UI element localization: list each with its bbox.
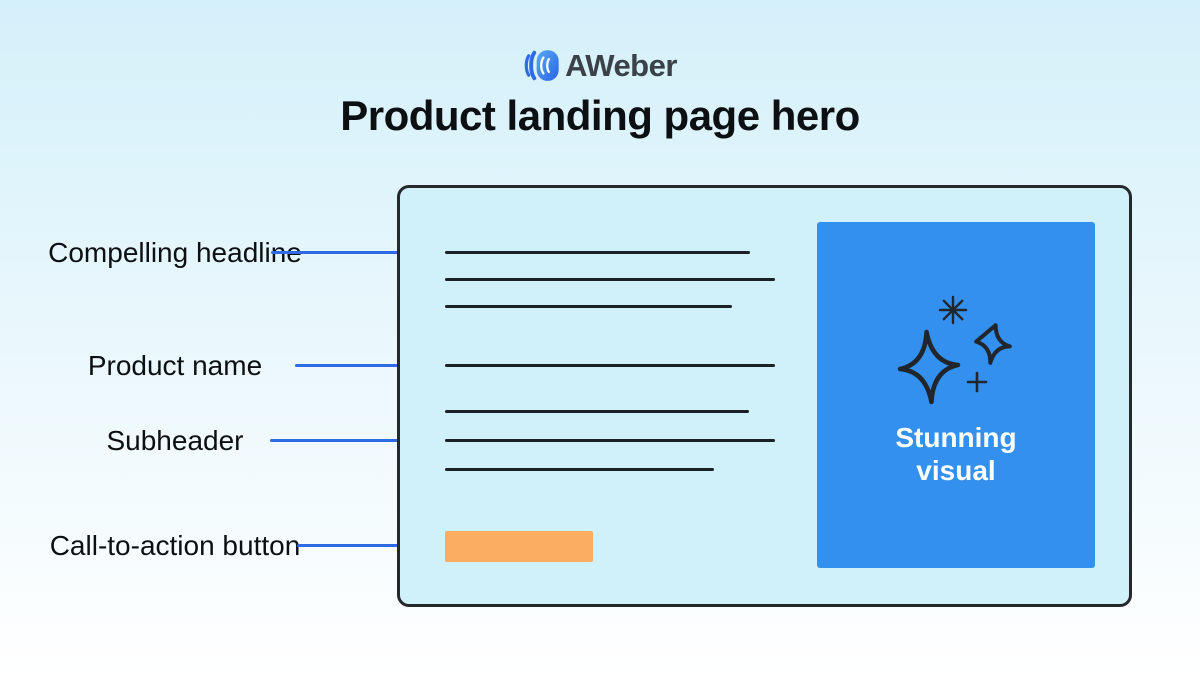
visual-label: Stunning visual (895, 422, 1017, 486)
connector-line-product-name (295, 364, 411, 367)
connector-line-subheader (270, 439, 411, 442)
annotation-product-name: Product name (87, 350, 263, 381)
page-title: Product landing page hero (340, 92, 860, 139)
hero-card-wireframe: Stunning visual (397, 185, 1132, 607)
annotation-subheader: Subheader (106, 425, 244, 456)
aweber-logo: AWeber (0, 47, 1200, 84)
four-point-sparkle-large-icon (897, 329, 961, 405)
subheader-skeleton-line (445, 468, 714, 471)
four-point-sparkle-small-icon (974, 323, 1012, 365)
aweber-mark-icon (524, 50, 559, 81)
connector-line-cta (297, 544, 444, 547)
headline-skeleton-line (445, 278, 775, 281)
subheader-skeleton-line (445, 439, 775, 442)
annotation-cta-button: Call-to-action button (49, 530, 301, 561)
headline-skeleton-line (445, 251, 750, 254)
headline-skeleton-line (445, 305, 732, 308)
subheader-skeleton-line (445, 410, 749, 413)
sparkles-icon (897, 295, 1012, 405)
cta-button-placeholder (445, 531, 593, 562)
stunning-visual-box: Stunning visual (817, 222, 1095, 568)
product-name-skeleton-line (445, 364, 775, 367)
annotation-compelling-headline: Compelling headline (48, 237, 302, 268)
plus-sparkle-icon (966, 371, 988, 393)
connector-line-headline (271, 251, 411, 254)
eight-point-star-icon (938, 295, 968, 325)
logo-wordmark: AWeber (565, 47, 677, 83)
